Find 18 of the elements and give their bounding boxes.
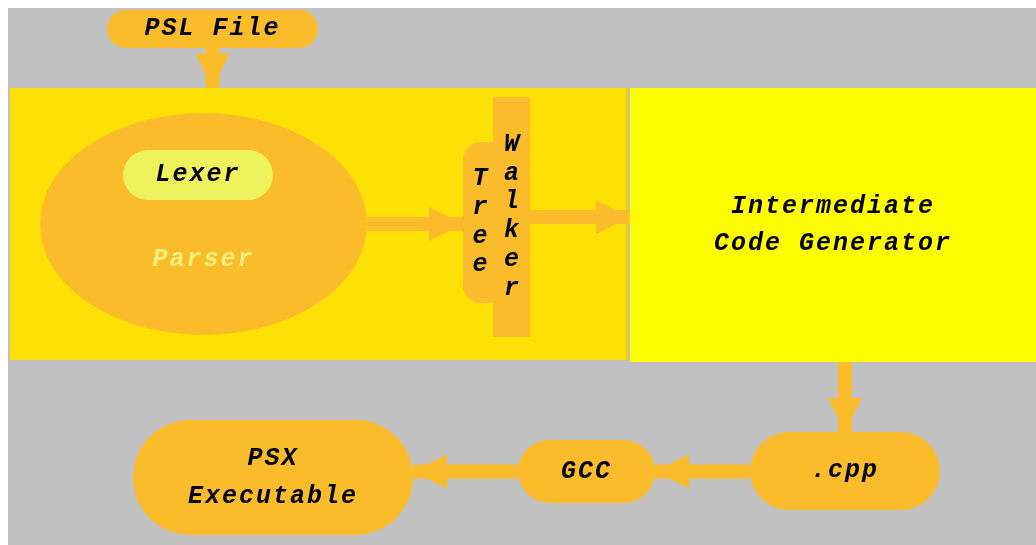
node-label: Intermediate Code Generator	[712, 190, 953, 260]
vertical-text-strip: Walker	[493, 97, 530, 337]
node-label: PSX Executable	[187, 443, 359, 513]
generator-box	[630, 88, 1036, 362]
process-pill	[107, 10, 318, 48]
node-label: PSL File	[144, 13, 281, 46]
lexer-pill	[123, 150, 273, 200]
front-end-panel	[10, 88, 628, 360]
arrow	[828, 362, 862, 432]
arrow	[367, 207, 463, 241]
parser-label: Parser	[151, 244, 256, 276]
arrow	[195, 48, 230, 88]
node-label: .cpp	[811, 455, 879, 488]
arrow	[530, 200, 630, 234]
arrow	[655, 454, 750, 489]
node-label: GCC	[561, 455, 612, 488]
node-label: Lexer	[155, 159, 241, 192]
arrow	[413, 454, 518, 489]
